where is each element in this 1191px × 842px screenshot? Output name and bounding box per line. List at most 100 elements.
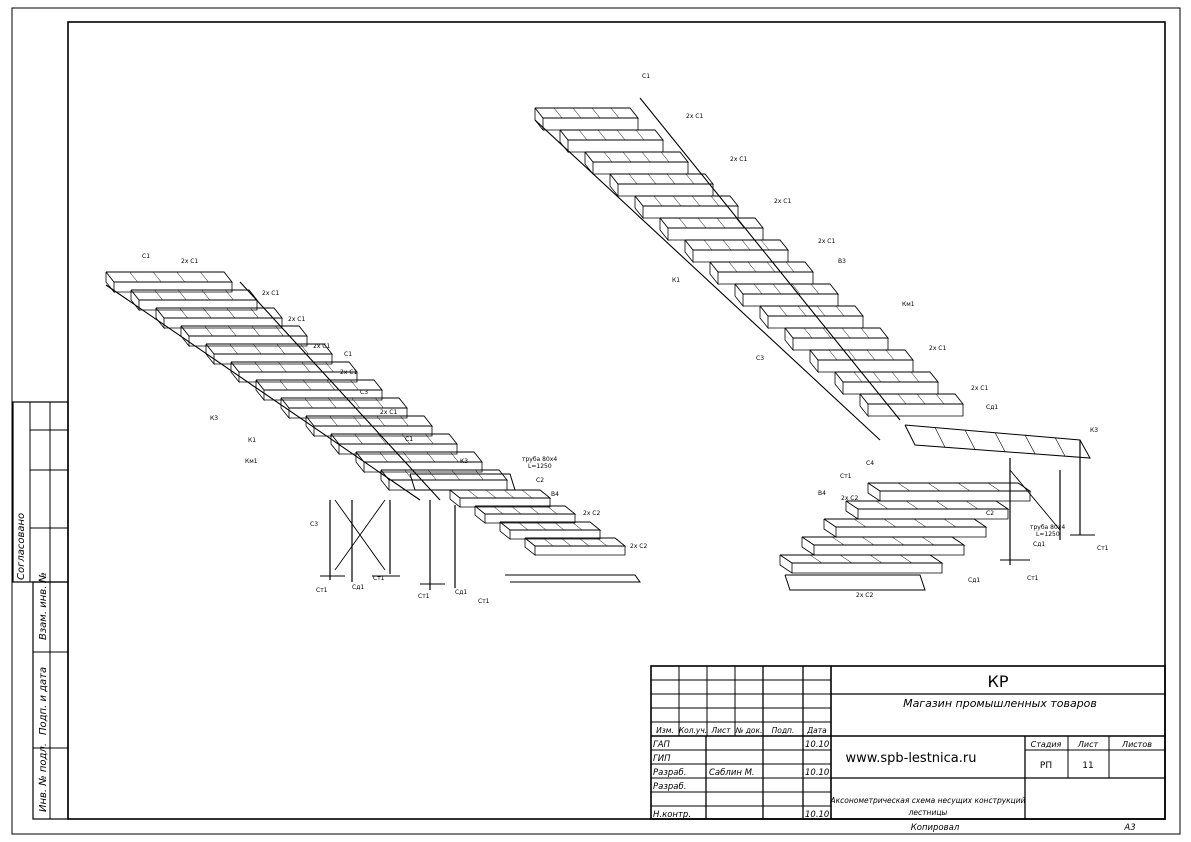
stair-line <box>155 307 283 319</box>
label: С2 <box>536 477 544 484</box>
stair-line <box>735 217 745 229</box>
stair-line <box>449 489 552 499</box>
stair-line <box>129 271 138 283</box>
stair-line <box>597 129 607 141</box>
stair-line <box>921 536 935 546</box>
label: Ст1 <box>418 593 430 600</box>
label: труба 80х4 <box>1030 524 1065 531</box>
stair-line <box>697 217 707 229</box>
stair-line <box>843 382 939 395</box>
stair-line <box>201 289 210 301</box>
stair-line <box>510 530 601 540</box>
stair-line <box>276 343 285 355</box>
stair-line <box>535 521 547 531</box>
stair-line <box>678 217 688 229</box>
label: Сд1 <box>1033 541 1045 548</box>
stair-line <box>203 307 212 319</box>
stair-line <box>460 498 551 508</box>
stair-line <box>883 518 897 528</box>
stair-line <box>353 415 362 427</box>
stair-line <box>964 429 976 450</box>
stair-line <box>718 272 814 285</box>
stair-line <box>305 415 433 427</box>
stair-line <box>816 305 826 317</box>
stair-line <box>797 305 807 317</box>
stair-line <box>831 536 845 546</box>
site-url: www.spb-lestnica.ru <box>846 751 977 766</box>
label: С1 <box>642 73 650 80</box>
stair-line <box>409 473 516 491</box>
stair-line <box>351 397 360 409</box>
stair-line <box>691 195 701 207</box>
label: С1 <box>405 436 413 443</box>
stair-line <box>449 490 461 508</box>
stair-line <box>905 500 919 510</box>
stair-line <box>910 371 920 383</box>
stair-line <box>130 289 258 301</box>
col-header: Кол.уч. <box>679 726 707 735</box>
label: К1 <box>672 277 680 284</box>
label: Км1 <box>902 301 915 308</box>
stair-line <box>280 397 408 409</box>
row-date: 10.10 <box>805 768 829 778</box>
stair-line <box>766 261 776 273</box>
stair-line <box>239 281 441 501</box>
label: В4 <box>551 491 559 498</box>
stair-line <box>710 195 720 207</box>
stair-line <box>403 451 412 463</box>
stair-line <box>935 393 945 405</box>
stair-line <box>891 536 905 546</box>
project-name: Магазин промышленных товаров <box>903 697 1097 710</box>
row-role: Н.контр. <box>653 810 691 820</box>
stair-line <box>875 500 889 510</box>
stair-line <box>428 469 437 481</box>
stair-line <box>534 108 544 132</box>
stair-line <box>845 501 859 520</box>
stair-line <box>747 261 757 273</box>
stair-line <box>303 379 312 391</box>
stair-line <box>535 546 626 556</box>
stair-line <box>339 444 458 455</box>
stair-line <box>179 307 188 319</box>
label: 2х С1 <box>340 369 357 376</box>
stair-line <box>1054 437 1066 457</box>
label: К3 <box>1090 427 1098 434</box>
stair-line <box>853 518 867 528</box>
stair-line <box>943 518 957 528</box>
stair-line <box>823 519 837 538</box>
label: С2 <box>986 510 994 517</box>
stair-labels: С1 2х С1 2х С1 2х С1 2х С1 С1 2х С1 С3 2… <box>142 73 1109 605</box>
stair-line <box>330 433 458 445</box>
stair-line <box>609 173 714 185</box>
stair-line <box>389 480 508 491</box>
label: С3 <box>310 521 318 528</box>
label: С3 <box>360 389 368 396</box>
stair-line <box>510 505 522 515</box>
stair-line <box>792 563 943 574</box>
stair-line <box>524 538 536 556</box>
stair-line <box>818 360 914 373</box>
stair-line <box>528 505 540 515</box>
stair-line <box>492 505 504 515</box>
label: 2х С1 <box>971 385 988 392</box>
stair-line <box>880 491 1031 502</box>
label: В3 <box>838 258 846 265</box>
label: 2х С1 <box>181 258 198 265</box>
stair-line <box>253 343 262 355</box>
stair-line <box>858 509 1009 520</box>
stage-value: РП <box>1040 761 1052 771</box>
stair-line <box>891 371 901 383</box>
stair-line <box>885 349 895 361</box>
stair-line <box>628 173 638 185</box>
row-name: Саблин М. <box>709 768 755 778</box>
stair-line <box>350 379 359 391</box>
stair-line <box>400 415 409 427</box>
stair-line <box>801 536 966 546</box>
stair-line <box>668 228 764 241</box>
label: Ст1 <box>478 598 490 605</box>
label: Км1 <box>245 458 258 465</box>
label: 2х С1 <box>288 316 305 323</box>
stair-line <box>593 162 689 175</box>
stair-line <box>426 451 435 463</box>
stair-line <box>659 218 669 242</box>
